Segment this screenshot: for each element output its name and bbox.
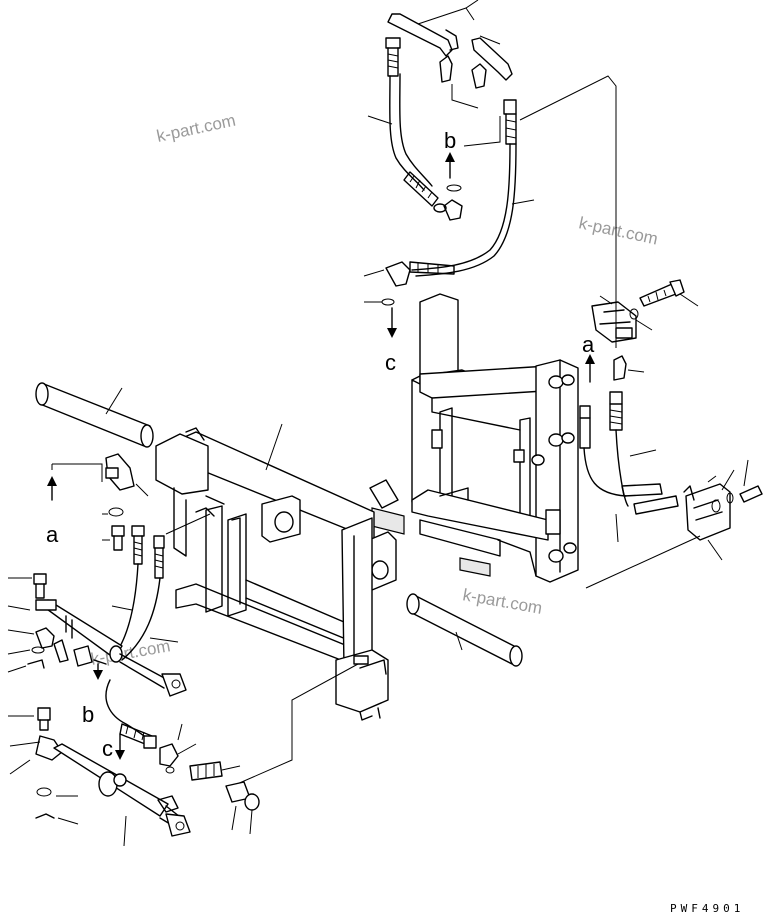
connector-fitting bbox=[443, 199, 463, 221]
frame-post bbox=[227, 513, 247, 617]
hose-lower bbox=[105, 679, 151, 741]
hose-right-long bbox=[411, 143, 511, 271]
shaft-top bbox=[39, 383, 151, 447]
elbow-near-c bbox=[385, 261, 411, 287]
left-upper-cylinder: a bbox=[7, 453, 211, 727]
callout-b-top: b bbox=[444, 128, 456, 153]
hose-bracket bbox=[685, 483, 731, 541]
top-hose-assembly: b c bbox=[363, 0, 617, 375]
callout-b-bottom: b bbox=[82, 702, 94, 727]
frame-foot bbox=[335, 649, 389, 713]
callout-c-top: c bbox=[385, 350, 396, 375]
hose-end-crimp bbox=[409, 261, 455, 275]
long-bolt bbox=[505, 113, 517, 145]
shaft-bottom-right bbox=[406, 593, 523, 667]
upright-left bbox=[419, 293, 459, 385]
watermark-right: k-part.com bbox=[577, 213, 659, 248]
callout-a-left: a bbox=[46, 522, 59, 547]
plate-label-bottom bbox=[459, 557, 491, 577]
watermark-top-left: k-part.com bbox=[155, 111, 237, 146]
tee-fitting bbox=[439, 55, 453, 83]
cylinder-mount-lower bbox=[35, 735, 63, 761]
rod-end-lower bbox=[165, 813, 191, 837]
left-lower-cylinder: c bbox=[8, 679, 260, 847]
plate-label-right bbox=[371, 507, 405, 535]
hose-right-b bbox=[615, 429, 629, 507]
hose-right-a bbox=[583, 447, 627, 497]
nipple-fitting bbox=[189, 761, 223, 781]
adapter-fitting bbox=[471, 63, 487, 89]
o-ring bbox=[446, 184, 462, 192]
bolt-head bbox=[385, 37, 401, 49]
hose-cylinder-a bbox=[117, 563, 139, 651]
elbow-fitting-top-right bbox=[471, 37, 513, 81]
lower-crossbeam bbox=[411, 489, 549, 541]
hose-left-loop bbox=[389, 75, 425, 191]
frame-side-plate-left bbox=[155, 433, 209, 495]
drawing-code: PWF4901 bbox=[670, 902, 744, 915]
callout-c-bottom: c bbox=[102, 736, 113, 761]
callout-a-right: a bbox=[582, 332, 595, 357]
hose-end-fitting bbox=[403, 171, 439, 207]
bolt-valve bbox=[639, 283, 677, 307]
rod-end-clevis bbox=[161, 673, 187, 697]
main-frame bbox=[35, 382, 397, 789]
watermark-center: k-part.com bbox=[461, 585, 543, 618]
carriage-frame-right bbox=[369, 293, 579, 583]
right-valve-assembly: a bbox=[579, 279, 763, 589]
hose-cylinder-b bbox=[121, 577, 161, 661]
